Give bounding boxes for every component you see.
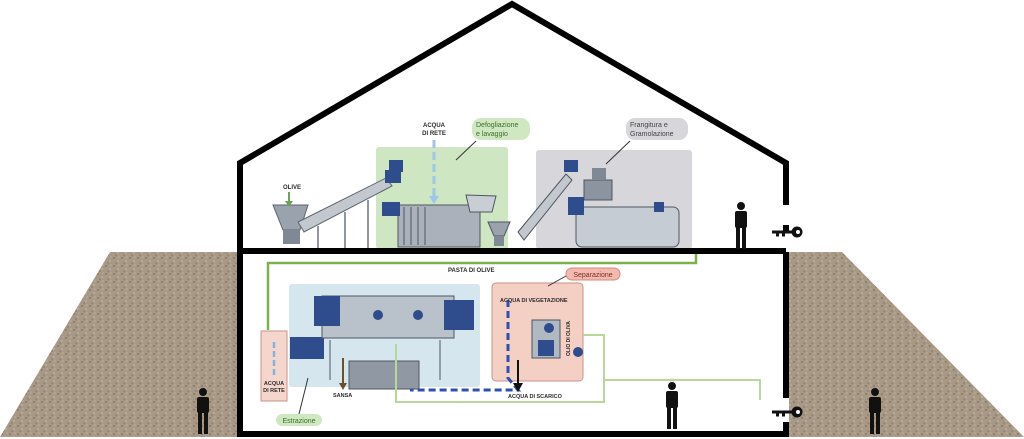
label-acqua-low-2: DI RETE xyxy=(263,388,285,394)
oil-pipe xyxy=(395,334,605,403)
person-icon xyxy=(735,202,747,249)
washer-blue-part xyxy=(382,202,400,216)
tag-separazione-text: Separazione xyxy=(573,272,612,279)
olive-paste-pipe xyxy=(266,250,698,330)
waste-water-pipe xyxy=(410,300,522,392)
tag-defogliazione-text2: e lavaggio xyxy=(476,131,508,138)
tag-frangitura-text1: Frangitura e xyxy=(630,122,668,129)
label-acqua-vegetazione: ACQUA DI VEGETAZIONE xyxy=(500,298,568,304)
sansa-arrow-head xyxy=(339,383,347,390)
right-wall-gap-bottom xyxy=(783,398,789,422)
tag-separazione xyxy=(565,267,621,281)
oil-tank xyxy=(348,360,420,390)
separator-motor xyxy=(538,340,554,356)
label-acqua-scarico: ACQUA DI SCARICO xyxy=(508,394,563,400)
key-icon xyxy=(772,406,803,418)
tag-defogliazione xyxy=(472,118,530,140)
label-olive: OLIVE xyxy=(283,185,301,191)
crusher-top xyxy=(592,168,606,180)
label-olio-di-oliva: OLIO DI OLIVA xyxy=(566,321,572,356)
separator-port xyxy=(544,323,554,333)
crusher xyxy=(583,179,613,201)
washer-drum xyxy=(397,204,481,248)
label-acqua-top-2: DI RETE xyxy=(422,131,446,137)
tag-frangitura xyxy=(626,118,688,140)
malaxer-blue-2 xyxy=(654,202,664,212)
decanter-blue-right xyxy=(444,300,474,330)
person-icon xyxy=(869,388,881,434)
malaxer-drum xyxy=(575,206,680,248)
conveyor-2 xyxy=(517,173,573,241)
key-icon xyxy=(772,226,803,238)
leader-defogliazione xyxy=(455,140,477,161)
leader-estrazione xyxy=(298,377,309,415)
roof xyxy=(237,0,789,437)
tag-estrazione-text: Estrazione xyxy=(282,418,315,425)
olive-arrow-head xyxy=(285,201,293,207)
conveyor-1 xyxy=(297,177,393,233)
washer-blower xyxy=(389,160,403,172)
conveyor-1-motor xyxy=(385,170,401,183)
tag-frangitura-text2: Gramolazione xyxy=(630,131,674,138)
decanter-port xyxy=(373,310,383,320)
separator-port-2 xyxy=(573,347,583,357)
label-pasta-di-olive: PASTA DI OLIVE xyxy=(448,268,495,274)
ground-right xyxy=(786,252,1024,437)
malaxer-blue-1 xyxy=(568,197,584,215)
decanter-body xyxy=(321,295,455,339)
label-acqua-top-1: ACQUA xyxy=(423,123,446,129)
label-sansa: SANSA xyxy=(333,393,352,399)
label-acqua-low-1: ACQUA xyxy=(264,381,284,387)
person-icon xyxy=(666,382,678,429)
olive-hopper-base xyxy=(283,230,300,244)
small-hopper-base xyxy=(494,236,504,246)
conveyor-2-motor xyxy=(564,160,578,172)
ground-left-embank xyxy=(0,252,240,437)
tag-estrazione xyxy=(276,414,322,426)
tag-defogliazione-text1: Defogliazione xyxy=(476,122,519,129)
waste-water-arrow xyxy=(513,383,523,392)
pipe-right xyxy=(604,379,761,400)
decanter-port xyxy=(413,310,423,320)
water-arrow-top-head xyxy=(429,196,439,204)
person-icon xyxy=(197,388,209,434)
right-wall-gap-cover xyxy=(783,232,789,252)
decanter-motor xyxy=(290,337,324,359)
leader-frangitura xyxy=(605,140,631,165)
washer-top-wheel xyxy=(465,194,497,213)
decanter-blue-left xyxy=(314,296,340,326)
leader-separazione xyxy=(547,275,567,287)
